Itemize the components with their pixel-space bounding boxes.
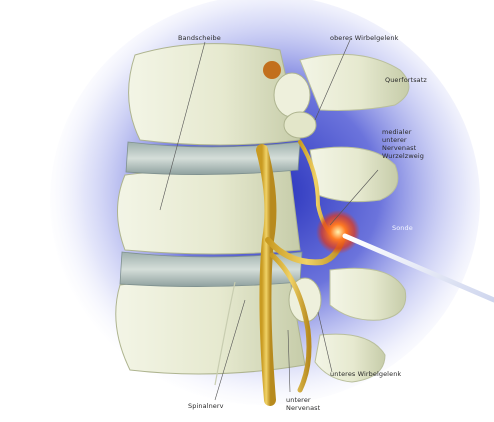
label-spinalnerv: Spinalnerv	[188, 402, 224, 410]
label-bandscheibe: Bandscheibe	[178, 34, 221, 42]
label-unteres-wirbelgelenk: unteres Wirbelgelenk	[330, 370, 401, 378]
label-unterer-nervenast: unterer Nervenast	[286, 396, 320, 412]
ablation-hotspot	[316, 210, 360, 254]
label-sonde: Sonde	[392, 224, 413, 232]
label-medialer-ast: medialer unterer Nervenast Wurzelzweig	[382, 128, 424, 160]
label-oberes-wirbelgelenk: oberes Wirbelgelenk	[330, 34, 399, 42]
label-querfortsatz: Querfortsatz	[385, 76, 427, 84]
